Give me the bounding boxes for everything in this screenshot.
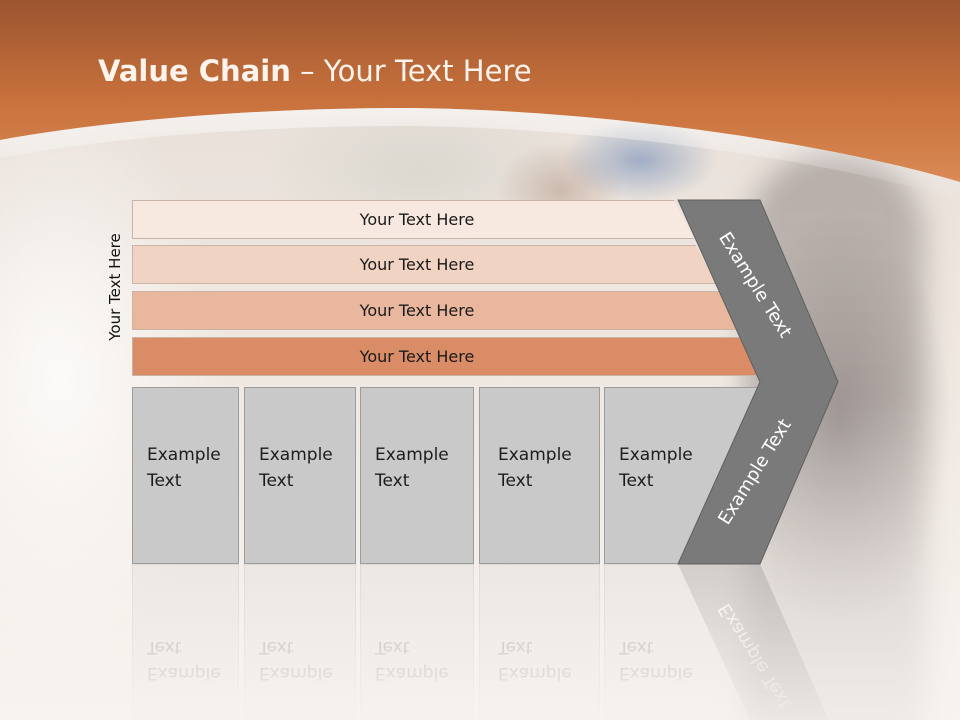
value-bar-label: Your Text Here	[359, 301, 475, 320]
title-strong: Value Chain	[98, 54, 291, 88]
value-bar-label: Your Text Here	[359, 347, 475, 366]
value-bar-1: Your Text Here	[132, 200, 694, 239]
title-rest: – Your Text Here	[290, 54, 532, 88]
activity-cell-4: Example Text	[479, 387, 600, 564]
activity-cell-2: Example Text	[244, 387, 356, 564]
activity-cell-label: Example Text	[619, 445, 693, 491]
header-band	[0, 0, 960, 200]
activity-cell-3: Example Text	[360, 387, 474, 564]
activity-cell-label: Example Text	[147, 445, 221, 491]
slide-title: Value Chain – Your Text Here	[98, 54, 532, 88]
value-bar-4: Your Text Here	[132, 337, 764, 376]
value-bar-label: Your Text Here	[359, 210, 475, 229]
value-bar-2: Your Text Here	[132, 245, 716, 284]
activity-cell-1: Example Text	[132, 387, 239, 564]
value-bar-label: Your Text Here	[359, 255, 475, 274]
activity-cell-label: Example Text	[498, 445, 572, 491]
activity-cell-label: Example Text	[375, 445, 449, 491]
value-bar-3: Your Text Here	[132, 291, 740, 330]
activity-cell-label: Example Text	[259, 445, 333, 491]
